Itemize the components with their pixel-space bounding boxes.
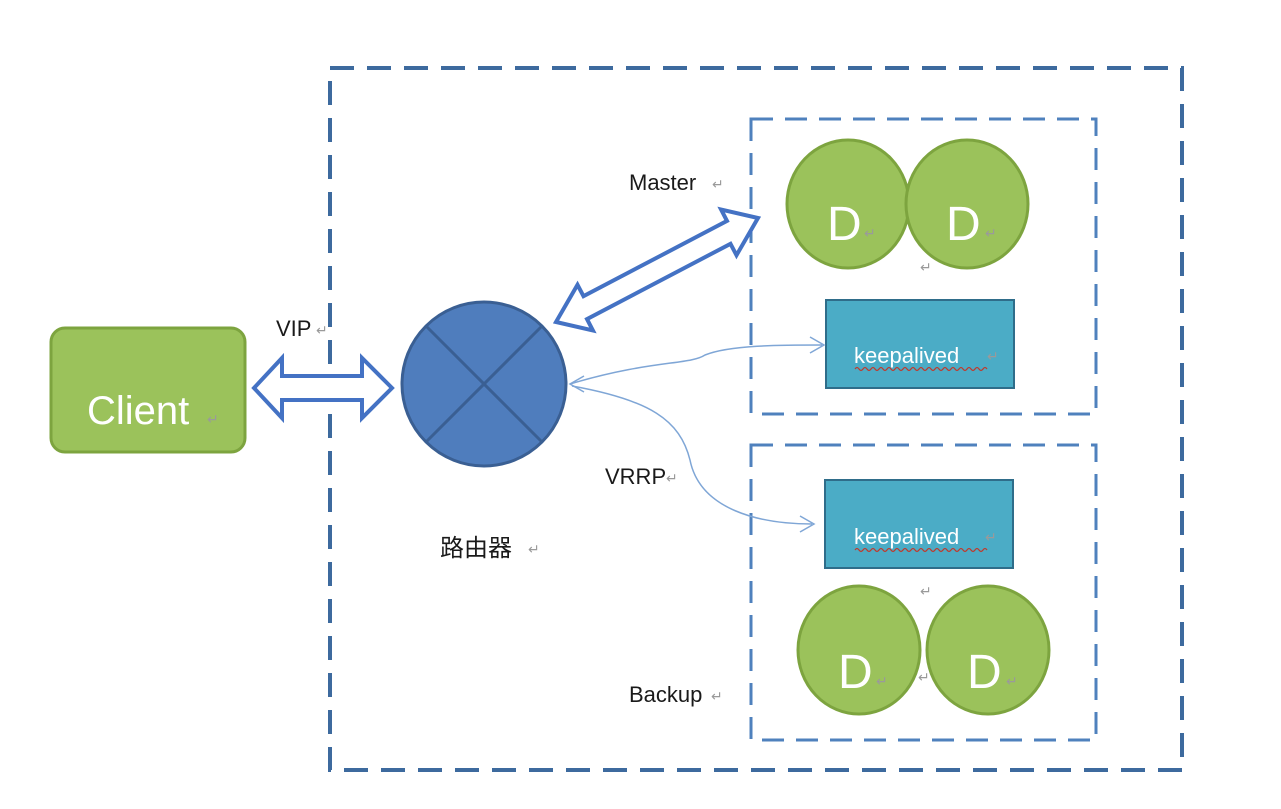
return-arrow-mark-icon: ↵	[987, 349, 999, 365]
client-label: Client	[87, 389, 189, 433]
backup-group-boundary	[749, 443, 1098, 742]
return-arrow-mark-icon: ↵	[918, 670, 930, 686]
outer-dashed-boundary	[328, 66, 1184, 772]
vrrp-arrow-master	[569, 344, 823, 385]
director-label: D	[827, 198, 862, 251]
master-director-2: D ↵	[904, 138, 1030, 270]
return-arrow-mark-icon: ↵	[207, 412, 219, 428]
return-arrow-mark-icon: ↵	[1006, 674, 1018, 690]
client-node: Client ↵	[49, 326, 247, 454]
client-router-double-arrow	[251, 352, 395, 424]
return-arrow-mark-icon: ↵	[712, 177, 724, 193]
vrrp-arrow-backup	[571, 385, 813, 525]
return-arrow-mark-icon: ↵	[985, 530, 997, 546]
return-arrow-mark-icon: ↵	[920, 584, 932, 600]
backup-director-2: D ↵	[925, 584, 1051, 716]
keepalived-label: keepalived	[854, 343, 959, 368]
return-arrow-mark-icon: ↵	[666, 471, 678, 487]
director-label: D	[967, 646, 1002, 699]
backup-keepalived-box: keepalived ↵	[824, 479, 1014, 569]
return-arrow-mark-icon: ↵	[985, 226, 997, 242]
master-label: Master	[629, 170, 696, 195]
return-arrow-mark-icon: ↵	[876, 674, 888, 690]
router-master-double-arrow	[552, 206, 762, 334]
client-box	[49, 326, 247, 454]
master-keepalived-box: keepalived ↵	[825, 299, 1015, 389]
return-arrow-mark-icon: ↵	[920, 260, 932, 276]
router-label: 路由器	[440, 534, 512, 562]
return-arrow-mark-icon: ↵	[316, 323, 328, 339]
router-node	[400, 300, 568, 468]
vip-label: VIP	[276, 316, 311, 341]
vrrp-label: VRRP	[605, 464, 666, 489]
vrrp-arrowhead	[799, 515, 816, 533]
router-cross-line	[424, 324, 544, 444]
spellcheck-underline	[854, 366, 988, 372]
master-group-boundary	[749, 117, 1098, 416]
return-arrow-mark-icon: ↵	[711, 689, 723, 705]
return-arrow-mark-icon: ↵	[864, 226, 876, 242]
director-label: D	[946, 198, 981, 251]
spellcheck-underline	[854, 547, 988, 553]
vrrp-arrowhead	[568, 375, 585, 393]
vrrp-arrowhead	[809, 336, 826, 354]
backup-label: Backup	[629, 682, 702, 707]
keepalived-label: keepalived	[854, 524, 959, 549]
master-director-1: D ↵	[785, 138, 911, 270]
director-label: D	[838, 646, 873, 699]
return-arrow-mark-icon: ↵	[528, 542, 540, 558]
backup-director-1: D ↵	[796, 584, 922, 716]
